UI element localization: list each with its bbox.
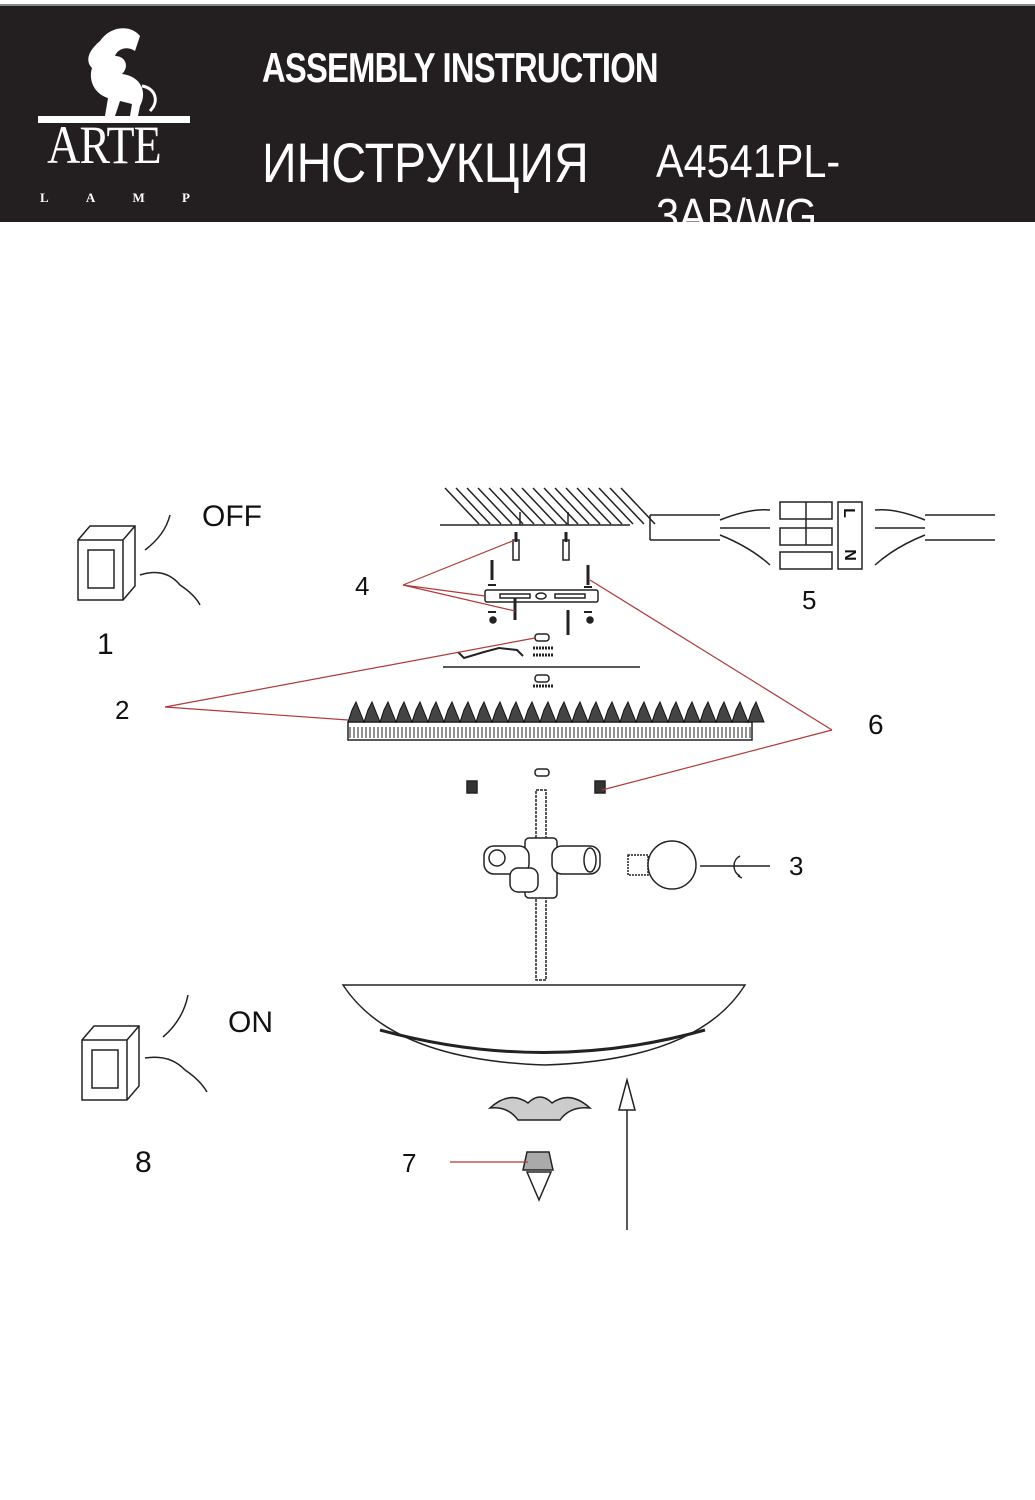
step-4-label: 4: [355, 571, 370, 601]
terminal-neutral-label: N: [840, 549, 858, 561]
winged-lion-logo-icon: [38, 28, 190, 123]
step-2-label: 2: [115, 695, 130, 725]
thread-icon: [533, 646, 553, 688]
title-russian: ИНСТРУКЦИЯ: [262, 131, 589, 194]
header-banner: ARTE L A M P ASSEMBLY INSTRUCTION ИНСТРУ…: [0, 4, 1035, 241]
step-6-label: 6: [868, 709, 884, 740]
step-5-label: 5: [802, 585, 817, 615]
power-wire: [457, 646, 524, 660]
ceiling-hatch: [440, 487, 656, 526]
brand-sub-letter: A: [85, 190, 96, 205]
brand-subtitle: L A M P: [40, 190, 190, 206]
connector-icon: [534, 674, 550, 683]
step-1-label: 1: [97, 628, 114, 661]
brand-sub-letter: L: [40, 190, 49, 205]
nut-icon: [466, 780, 606, 794]
washer-icon: [489, 616, 497, 624]
terminal-live-label: L: [839, 508, 857, 518]
up-arrow-icon: [618, 1077, 636, 1230]
step-8-label: 8: [135, 1146, 152, 1179]
mounting-plate: [484, 589, 599, 603]
terminal-block: [649, 501, 995, 570]
step-7-label: 7: [402, 1148, 417, 1178]
light-bulb-icon: [627, 840, 770, 890]
wall-switch-on-icon: [81, 994, 208, 1101]
brand-name: ARTE: [47, 115, 162, 175]
screw-icon: [488, 560, 592, 635]
brand-sub-letter: M: [132, 190, 145, 205]
on-label: ON: [228, 1006, 273, 1039]
washer-icon: [586, 616, 594, 624]
connector-icon: [534, 633, 550, 642]
off-label: OFF: [202, 500, 262, 533]
model-number: A4541PL-3AB/WG: [656, 135, 841, 241]
wall-switch-off-icon: [77, 514, 201, 606]
step-3-label: 3: [789, 851, 804, 881]
wall-anchor-icon: [512, 532, 570, 561]
socket-cluster: [483, 837, 601, 899]
decorative-canopy: [347, 700, 765, 741]
finial-icon: [487, 1096, 593, 1202]
leader-lines: [164, 539, 833, 1163]
title-english: ASSEMBLY INSTRUCTION: [262, 44, 659, 91]
connector-icon: [534, 768, 550, 777]
brand-sub-letter: P: [182, 190, 190, 205]
